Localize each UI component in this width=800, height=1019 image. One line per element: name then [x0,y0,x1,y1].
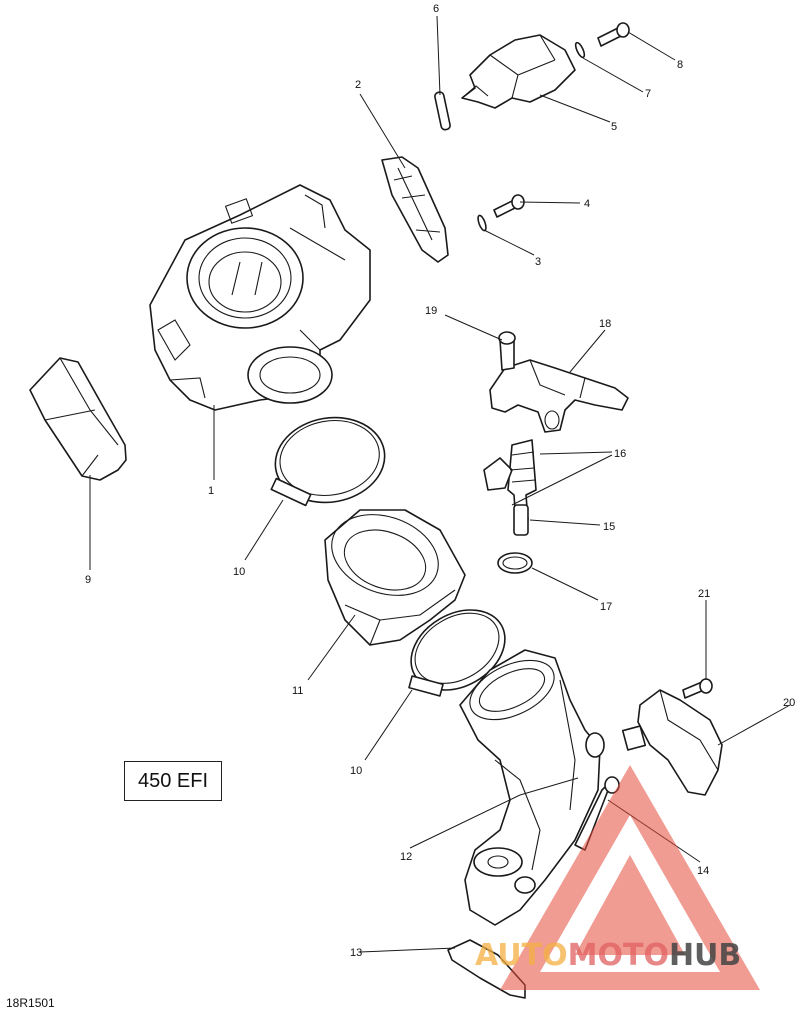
screw-part [597,22,630,47]
reference-code: 18R1501 [6,996,55,1010]
callout-1: 1 [208,485,214,497]
leader-lines [89,15,791,953]
callout-19: 19 [425,305,437,317]
callout-9: 9 [85,574,91,586]
seal-ring-part [434,91,451,131]
callout-8: 8 [677,59,683,71]
callout-3: 3 [535,256,541,268]
callout-5: 5 [611,121,617,133]
oring-small-part [477,214,487,232]
model-label-box: 450 EFI [124,761,222,801]
callout-4: 4 [584,198,590,210]
callout-12: 12 [400,851,412,863]
callout-21: 21 [698,588,710,600]
callout-7: 7 [645,88,651,100]
fuel-rail-part [489,359,629,433]
oring-part [574,41,586,59]
callout-16: 16 [614,448,626,460]
callout-13: 13 [350,947,362,959]
intake-adaptor-part [324,509,466,646]
callout-20: 20 [783,697,795,709]
callout-11: 11 [292,685,303,697]
callout-6: 6 [433,3,439,15]
injector-oring-part [497,552,533,574]
screw-small-part [493,194,525,218]
clamp-lower-part [408,609,506,697]
idle-control-valve-part [461,34,576,109]
pressure-sensor-part [621,689,723,796]
sensor-screw-part [682,678,713,699]
callout-10-lower: 10 [350,765,362,777]
intake-manifold-part [459,649,605,926]
callout-17: 17 [600,601,612,613]
fuel-rail-bolt-part [498,331,516,371]
clamp-upper-part [270,416,386,507]
throttle-body-part [149,184,371,411]
callout-labels: 1 2 3 4 5 6 7 8 9 10 11 10 12 13 14 15 1… [85,3,795,959]
callout-14: 14 [697,865,709,877]
manifold-gasket-part [447,939,526,999]
callout-15: 15 [603,521,615,533]
fuel-injector-part [483,439,537,536]
callout-10-upper: 10 [233,566,245,578]
sensor-plate-part [381,156,449,263]
callout-2: 2 [355,79,361,91]
cover-part [29,357,127,481]
callout-18: 18 [599,318,611,330]
